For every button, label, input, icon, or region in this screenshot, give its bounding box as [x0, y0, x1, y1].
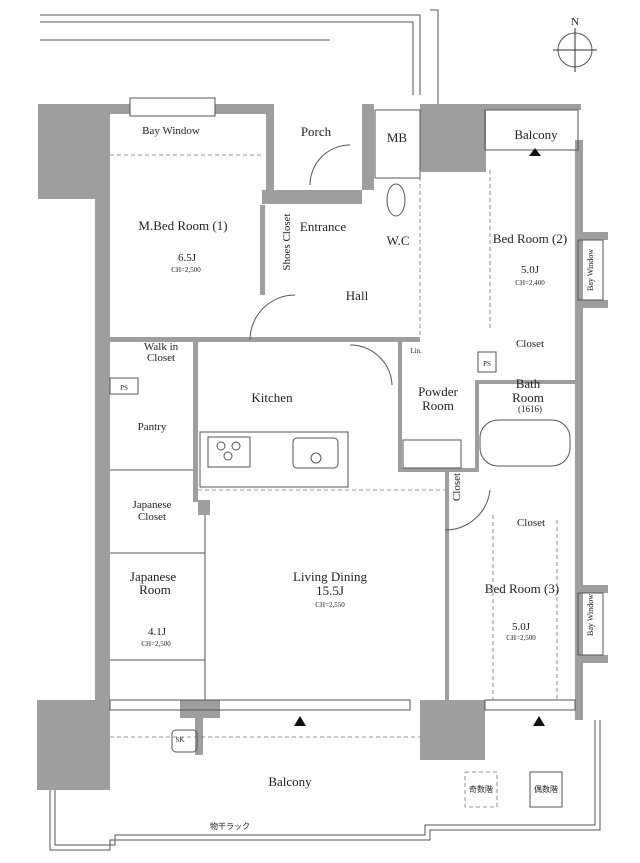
living-dining-label: Living Dining: [293, 569, 368, 584]
drying-rack-label: 物干ラック: [210, 821, 250, 831]
bedroom3-ceiling: CH=2,500: [506, 634, 536, 642]
bay-window-label: Bay Window: [142, 125, 200, 137]
entrance-label: Entrance: [300, 219, 346, 234]
compass-icon: N: [553, 16, 597, 72]
odd-floor-label: 奇数階: [469, 784, 493, 794]
bath-room-size: (1616): [518, 404, 542, 414]
outer-railing: [40, 9, 439, 105]
powder-room-label-1: Powder: [418, 384, 458, 399]
walls: [37, 104, 608, 790]
linen-label: Lin.: [410, 347, 422, 355]
bay-window-right-2-label: Bay Window: [586, 594, 595, 636]
japanese-room-ceiling: CH=2,500: [141, 640, 171, 648]
living-dining-ceiling: CH=2,550: [315, 601, 345, 609]
closet-bedroom2-label: Closet: [516, 338, 544, 350]
pantry-label: Pantry: [138, 421, 167, 433]
mb-label: MB: [387, 130, 408, 145]
porch-label: Porch: [301, 124, 332, 139]
japanese-room-size: 4.1J: [148, 626, 167, 638]
bedroom2-ceiling: CH=2,400: [515, 279, 545, 287]
bedroom2-size: 5.0J: [521, 264, 540, 276]
living-dining-size: 15.5J: [316, 583, 344, 598]
room-labels: Bay Window Porch MB Balcony M.Bed Room (…: [120, 124, 595, 831]
interior-lines: [49, 97, 604, 851]
balcony-top-label: Balcony: [514, 127, 558, 142]
powder-room-label-2: Room: [422, 398, 454, 413]
hall-label: Hall: [346, 288, 369, 303]
ps-right-label: PS: [483, 360, 491, 368]
sk-label: SK: [176, 736, 185, 744]
walk-in-closet-label-2: Closet: [147, 352, 175, 364]
master-bedroom-ceiling: CH=2,500: [171, 266, 201, 274]
bay-window-right-1-label: Bay Window: [586, 249, 595, 291]
shoes-closet-label: Shoes Closet: [281, 213, 293, 270]
ps-left-label: PS: [120, 384, 128, 392]
bedroom3-label: Bed Room (3): [485, 581, 559, 596]
closet-hall-label: Closet: [451, 473, 463, 501]
wc-label: W.C: [387, 233, 410, 248]
master-bedroom-size: 6.5J: [178, 252, 197, 264]
bedroom2-label: Bed Room (2): [493, 231, 567, 246]
closet-bedroom3-label: Closet: [517, 517, 545, 529]
japanese-closet-label-1: Japanese: [132, 499, 171, 511]
bath-room-label-2: Room: [512, 390, 544, 405]
even-floor-label: 偶数階: [534, 784, 558, 794]
walk-in-closet-label-1: Walk in: [144, 341, 179, 353]
bedroom3-size: 5.0J: [512, 621, 531, 633]
japanese-closet-label-2: Closet: [138, 511, 166, 523]
master-bedroom-label: M.Bed Room (1): [138, 218, 227, 233]
kitchen-label: Kitchen: [251, 390, 293, 405]
north-label: N: [571, 16, 579, 28]
bath-room-label-1: Bath: [516, 376, 541, 391]
balcony-bottom-label: Balcony: [268, 774, 312, 789]
japanese-room-label-2: Room: [139, 582, 171, 597]
japanese-room-label-1: Japanese: [130, 569, 176, 584]
